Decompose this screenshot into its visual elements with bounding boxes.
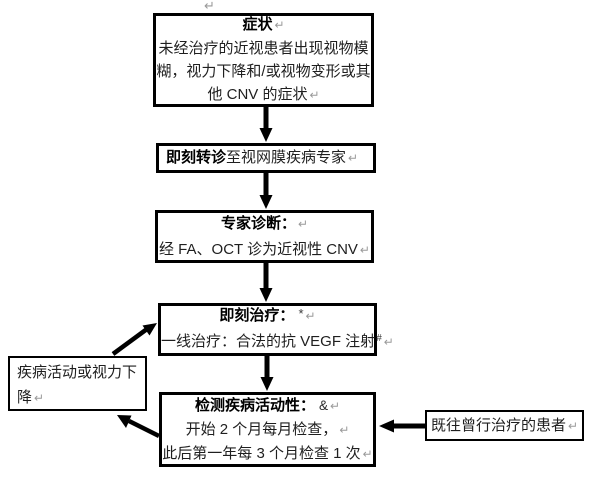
monitoring-title-text: 检测疾病活动性： xyxy=(194,396,315,414)
treatment-line: 一线治疗：合法的抗 VEGF 注射#↵ xyxy=(161,329,394,356)
symptoms-line-3-text: 他 CNV 的症状 xyxy=(207,86,308,103)
referral-line: 即刻转诊至视网膜疾病专家↵ xyxy=(166,146,373,170)
previously-treated-line: 既往曾行治疗的患者↵ xyxy=(427,413,582,439)
paragraph-mark: ↵ xyxy=(567,418,579,433)
paragraph-mark: ↵ xyxy=(383,335,394,349)
paragraph-mark: ↵ xyxy=(204,0,215,13)
arrow-referral-to-diagnosis xyxy=(259,173,273,209)
arrow-activity-to-treatment xyxy=(111,323,157,356)
treatment-title-text: 即刻治疗： xyxy=(219,307,295,324)
monitoring-title: 检测疾病活动性：&↵ xyxy=(162,394,373,418)
diagnosis-title: 专家诊断：↵ xyxy=(158,211,371,237)
paragraph-mark: ↵ xyxy=(309,88,320,102)
paragraph-mark: ↵ xyxy=(274,18,285,32)
asterisk-footnote-mark: * xyxy=(298,306,304,321)
treatment-title: 即刻治疗：*↵ xyxy=(161,303,374,329)
paragraph-mark: ↵ xyxy=(362,446,373,461)
paragraph-mark: ↵ xyxy=(329,398,341,413)
arrow-symptoms-to-referral xyxy=(259,107,273,142)
symptoms-line-3: 他 CNV 的症状↵ xyxy=(156,83,371,107)
referral-bold-text: 即刻转诊 xyxy=(166,149,227,166)
paragraph-mark: ↵ xyxy=(348,151,359,165)
arrow-treatment-to-monitoring xyxy=(260,356,274,391)
diagnosis-title-text: 专家诊断： xyxy=(220,214,296,232)
disease-activity-line-1-text: 疾病活动或视力下 xyxy=(17,364,138,381)
previously-treated-text: 既往曾行治疗的患者 xyxy=(430,416,566,434)
diagnosis-line: 经 FA、OCT 诊为近视性 CNV↵ xyxy=(158,237,371,263)
arrow-monitoring-to-activity xyxy=(117,415,161,439)
disease-activity-line-2: 降↵ xyxy=(17,385,145,411)
arrow-prior-to-monitoring xyxy=(379,419,425,433)
monitoring-line-2-text: 此后第一年每 3 个月检查 1 次 xyxy=(162,444,361,462)
symptoms-line-2: 糊，视力下降和/或视物变形或其 xyxy=(156,60,371,83)
monitoring-line-1-text: 开始 2 个月每月检查， xyxy=(185,420,338,438)
symptoms-box: 症状↵ 未经治疗的近视患者出现视物模 糊，视力下降和/或视物变形或其 他 CNV… xyxy=(153,13,374,107)
referral-rest-text: 至视网膜疾病专家 xyxy=(226,149,347,166)
disease-activity-box: 疾病活动或视力下 降↵ xyxy=(8,356,147,411)
paragraph-mark: ↵ xyxy=(305,309,316,323)
monitoring-box: 检测疾病活动性：&↵ 开始 2 个月每月检查，↵ 此后第一年每 3 个月检查 1… xyxy=(159,392,376,467)
referral-box: 即刻转诊至视网膜疾病专家↵ xyxy=(156,143,376,173)
diagnosis-box: 专家诊断：↵ 经 FA、OCT 诊为近视性 CNV↵ xyxy=(155,210,374,263)
symptoms-title: 症状↵ xyxy=(156,13,371,37)
disease-activity-line-2-text: 降 xyxy=(17,389,33,406)
previously-treated-box: 既往曾行治疗的患者↵ xyxy=(425,410,584,441)
paragraph-mark: ↵ xyxy=(339,422,350,437)
symptoms-line-2-text: 糊，视力下降和/或视物变形或其 xyxy=(156,63,371,80)
ampersand-footnote-mark: & xyxy=(318,397,328,413)
disease-activity-line-1: 疾病活动或视力下 xyxy=(17,360,145,385)
paragraph-mark: ↵ xyxy=(359,242,370,257)
paragraph-mark: ↵ xyxy=(34,391,45,405)
symptoms-line-1: 未经治疗的近视患者出现视物模 xyxy=(156,37,371,60)
monitoring-line-1: 开始 2 个月每月检查，↵ xyxy=(162,418,373,442)
monitoring-line-2: 此后第一年每 3 个月检查 1 次↵ xyxy=(162,442,373,466)
diagnosis-line-text: 经 FA、OCT 诊为近视性 CNV xyxy=(159,240,358,258)
symptoms-title-text: 症状 xyxy=(242,16,273,33)
symptoms-line-1-text: 未经治疗的近视患者出现视物模 xyxy=(158,40,369,57)
hash-footnote-mark: # xyxy=(376,333,382,344)
treatment-line-text: 一线治疗：合法的抗 VEGF 注射 xyxy=(161,333,376,350)
paragraph-mark: ↵ xyxy=(297,216,309,231)
arrow-diagnosis-to-treatment xyxy=(259,263,273,302)
treatment-box: 即刻治疗：*↵ 一线治疗：合法的抗 VEGF 注射#↵ xyxy=(158,303,394,356)
